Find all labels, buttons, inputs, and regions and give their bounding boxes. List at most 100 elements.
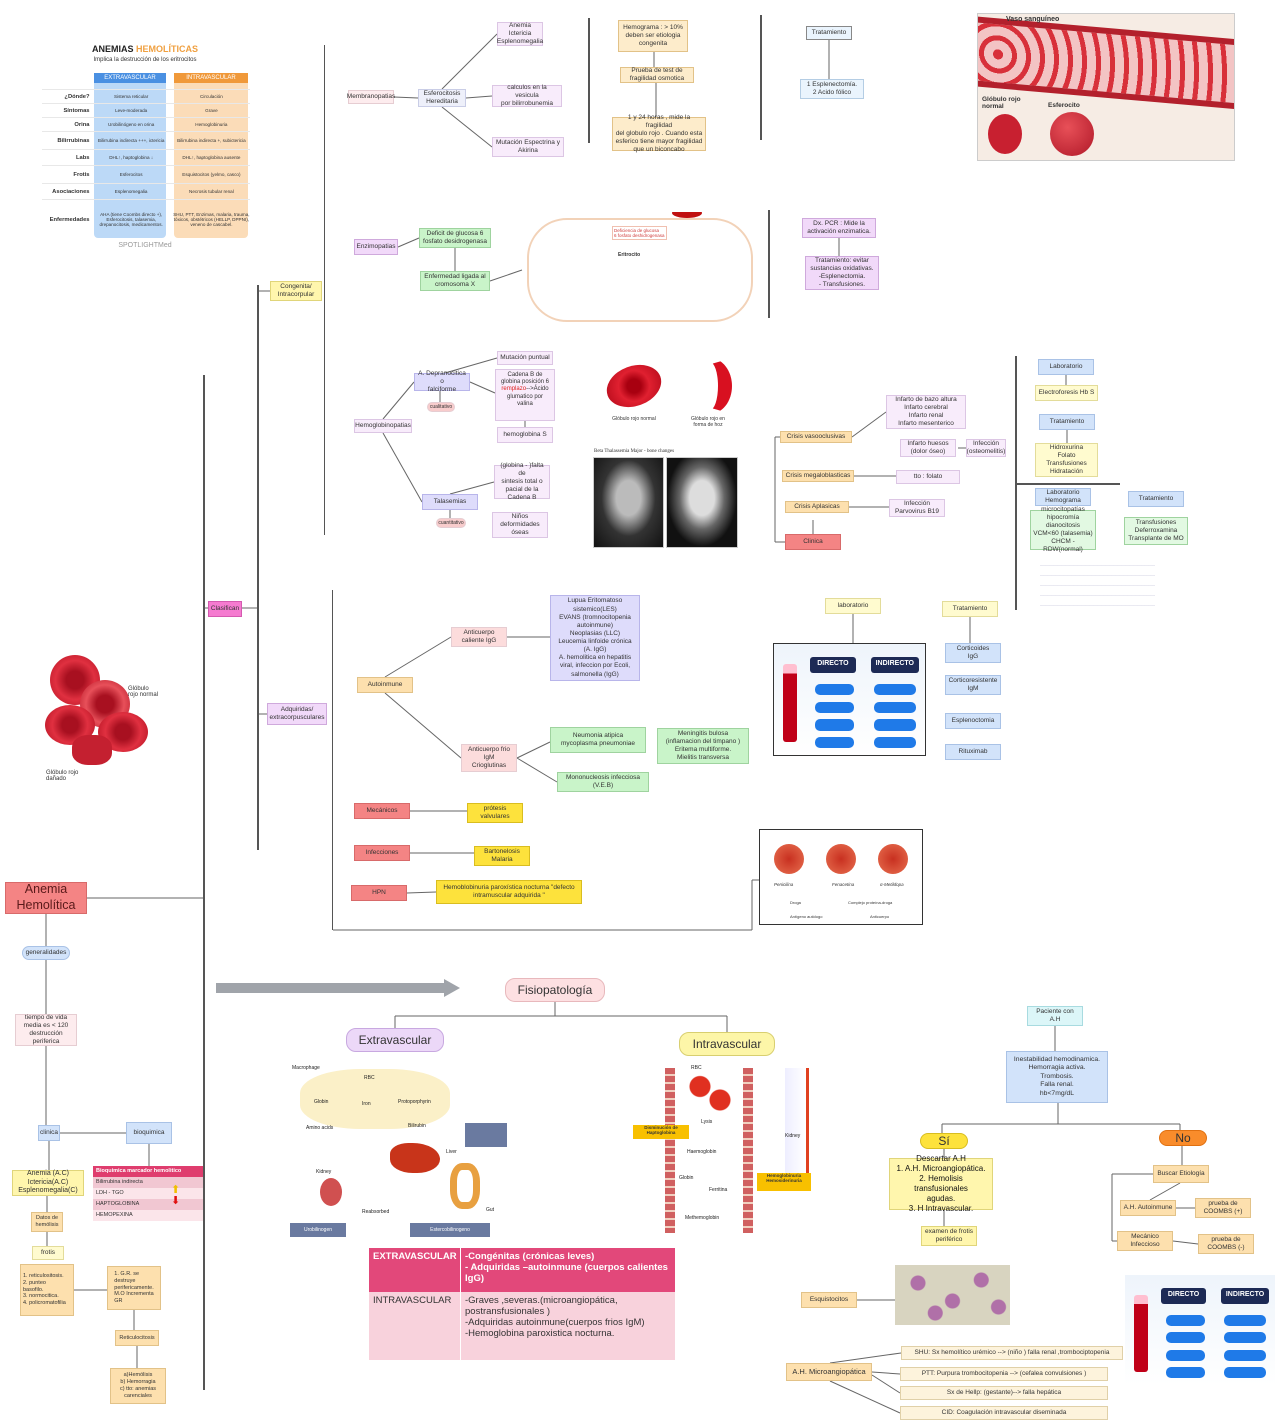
gr-node[interactable]: 1. G.R. se destruye perifericamente. M.O… (107, 1266, 161, 1310)
si-node[interactable]: Sí (920, 1133, 968, 1149)
causas-reticulo-node[interactable]: a)Hemólisis b) Hemorragia c) tto: anemia… (110, 1368, 166, 1404)
hemograma-node[interactable]: Hemograma : > 10% deben ser etiologia co… (618, 20, 688, 52)
ninos-node[interactable]: Niños deformidades óseas (492, 512, 548, 538)
coombs-neg-node[interactable]: prueba de COOMBS (-) (1198, 1234, 1254, 1254)
hemoglobinopatias-node[interactable]: Hemoglobinopatias (354, 419, 412, 433)
bioquimica-node[interactable]: bioquimica (126, 1122, 172, 1144)
osteomielitis-node[interactable]: Infección (osteomelitis) (966, 439, 1006, 457)
mononucleosis-node[interactable]: Mononucleosis infecciosa (V.E.B) (557, 772, 649, 792)
methemoglobin-label: Methemoglobin (685, 1215, 720, 1221)
clin-desc-node[interactable]: Anemia (A.C) Ictericia(A.C) Esplenomegal… (12, 1170, 84, 1196)
clinica-node[interactable]: clinica (38, 1125, 60, 1141)
reticulocitosis-node[interactable]: Reticulocitosis (115, 1330, 159, 1346)
frotis-list-node[interactable]: 1. reticulositosis. 2. punteo basofilo. … (20, 1264, 74, 1316)
corticoresistente-node[interactable]: Corticoresistente IgM (945, 675, 1001, 695)
prueba-node[interactable]: Prueba de test de fragilidad osmotica (620, 67, 694, 83)
vida-media-node[interactable]: tiempo de vida media es < 120 destrucció… (15, 1014, 77, 1046)
lab-tala-node[interactable]: Laboratorio Hemograma (1035, 488, 1091, 506)
hbs-node[interactable]: hemoglobina S (497, 427, 553, 443)
sintomas-node[interactable]: Anemia Ictericia Esplenomegalia (496, 21, 544, 46)
root-node[interactable]: Anemia Hemolítica (5, 882, 87, 914)
examen-frotis-node[interactable]: examen de frotis periférico (921, 1226, 977, 1246)
parvovirus-node[interactable]: Infección Parvovirus B19 (889, 499, 945, 517)
cid-node[interactable]: CID: Coagulación intravascular diseminad… (900, 1406, 1108, 1420)
laboratorio-node[interactable]: laboratorio (825, 598, 881, 614)
ligada-x-node[interactable]: Enfermedad ligada al cromosoma X (420, 271, 490, 291)
globina-node[interactable]: (globina - )falta de sintesis total o pa… (494, 462, 550, 501)
esplenectomia-node[interactable]: Esplenoctomia (945, 713, 1001, 729)
g6pd-node[interactable]: Deficit de glucosa 6 fosfato desidrogena… (419, 228, 491, 248)
mutacion-puntual-node[interactable]: Mutación puntual (497, 351, 553, 365)
congenita-node[interactable]: Congenita/ Intracorpular (270, 281, 322, 301)
tratamiento-ai-node[interactable]: Tratamiento (942, 601, 998, 617)
cadena-b-node[interactable]: Cadena B de globina posición 6 remplazo-… (495, 369, 555, 421)
mutacion-node[interactable]: Mutación Espectrina y Akirina (492, 137, 564, 157)
descartar-node[interactable]: Descartar A.H 1. A.H. Microangiopática. … (889, 1154, 993, 1213)
frio-igm-node[interactable]: Anticuerpo frio IgM Crioglutinas (461, 744, 517, 772)
tto-tala-header[interactable]: Tratamiento (1128, 491, 1184, 507)
adquiridas-node[interactable]: Adquiridas/ extracorpusculares (267, 703, 327, 725)
autoinmune-node[interactable]: Autoinmune (357, 677, 413, 693)
electroforesis-node[interactable]: Electroforesis Hb S (1035, 385, 1098, 401)
dx-pcr-node[interactable]: Dx. PCR : Mide la activación enzimatica. (802, 218, 876, 238)
infographic-subtitle: Implica la destrucción de los eritrocito… (93, 57, 197, 63)
buscar-etiologia-node[interactable]: Buscar Etiología (1153, 1165, 1209, 1183)
ah-autoinmune-node[interactable]: A.H. Autoinmune (1120, 1200, 1176, 1216)
tratamiento-node[interactable]: Tratamiento (806, 26, 852, 40)
folato-node[interactable]: tto : folato (896, 470, 960, 484)
hpn-node[interactable]: HPN (351, 885, 407, 901)
calculos-node[interactable]: calculos en la vesicula por bilirrobunem… (492, 84, 562, 107)
coombs-pos-node[interactable]: prueba de COOMBS (+) (1195, 1198, 1251, 1218)
talasemias-node[interactable]: Talasemias (422, 494, 478, 510)
tto-falci-header[interactable]: Tratamiento (1039, 414, 1095, 430)
infecciones-node[interactable]: Infecciones (354, 845, 410, 861)
drepanocitica-node[interactable]: A. Depranocitica o falciforme (414, 370, 470, 393)
datos-hemolisis-node[interactable]: Datos de hemólisis (31, 1212, 63, 1232)
fragilidad-node[interactable]: 1 y 24 horas , mide la fragilidad del gl… (612, 114, 706, 153)
extravascular-node[interactable]: Extravascular (346, 1028, 444, 1052)
paciente-node[interactable]: Paciente con A.H (1027, 1006, 1083, 1026)
hellp-node[interactable]: Sx de Hellp: (gestante)--> falla hepátic… (900, 1386, 1108, 1400)
neumonia-node[interactable]: Neumonia atipica mycoplasma pneumoniae (550, 727, 646, 753)
clasifican-node[interactable]: Clasifican (208, 601, 242, 617)
crisis-aplasicas-node[interactable]: Crisis Aplasicas (785, 501, 849, 513)
esquistocitos-node[interactable]: Esquistocitos (801, 1292, 857, 1308)
corticoides-node[interactable]: Corticoides IgG (945, 643, 1001, 663)
crisis-megalo-node[interactable]: Crisis megaloblasticas (782, 470, 854, 482)
infarto-huesos-node[interactable]: Infarto huesos (dolor óseo) (900, 439, 956, 457)
intravascular-node[interactable]: Intravascular (679, 1032, 775, 1056)
fisiopatologia-node[interactable]: Fisiopatología (505, 978, 605, 1002)
hpn-desc-node[interactable]: Hemoblobinuria paroxística nocturna "def… (436, 880, 582, 904)
handwritten-note (1040, 556, 1155, 608)
no-node[interactable]: No (1159, 1130, 1207, 1146)
caliente-igg-node[interactable]: Anticuerpo caliente IgG (451, 627, 507, 647)
ptt-node[interactable]: PTT: Purpura trombocitopenia --> (cefale… (900, 1367, 1108, 1381)
enzimopatias-node[interactable]: Enzimopatias (354, 239, 398, 255)
inestabilidad-node[interactable]: Inestabilidad hemodinamica. Hemorragia a… (1006, 1051, 1108, 1103)
microangiopatica-node[interactable]: A.H. Microangiopática (786, 1363, 872, 1381)
meningitis-node[interactable]: Meningitis bulosa (inflamacion del timpa… (657, 728, 749, 764)
bq-title: Bioquimica marcador hemolitico (93, 1166, 203, 1177)
frotis-node[interactable]: frotis (32, 1246, 64, 1260)
clinica-falciforme-node[interactable]: Clinica (785, 534, 841, 550)
shu-node[interactable]: SHU: Sx hemolítico urémico --> (niño ) f… (901, 1346, 1123, 1360)
causas-igg-node[interactable]: Lupua Eritomatoso sistemico(LES) EVANS (… (550, 595, 640, 681)
mecanico-node[interactable]: Mecánico Infeccioso (1117, 1231, 1173, 1251)
rituximab-node[interactable]: Rituximab (945, 744, 1001, 760)
mecanicos-node[interactable]: Mecánicos (354, 803, 410, 819)
esferocitosis-node[interactable]: Esferocitosis Hereditaria (418, 89, 466, 107)
generalidades-node[interactable]: generalidades (22, 946, 70, 960)
tto-esferocitosis-node[interactable]: 1 Esplenectomía. 2 Acido fólico (800, 79, 864, 99)
infartos-node[interactable]: Infarto de bazo altura Infarto cerebral … (886, 395, 966, 429)
tto-falci-node[interactable]: Hidroxurina Folato Transfusiones Hidrata… (1035, 443, 1098, 477)
tto-tala-node[interactable]: Transfusiones Deferroxamina Transplante … (1124, 517, 1188, 545)
bartonelosis-node[interactable]: Bartonelosis Malaria (474, 846, 530, 866)
membranopatias-node[interactable]: Membranopatias (347, 90, 395, 104)
connector (829, 1380, 901, 1414)
tto-g6pd-node[interactable]: Tratamiento: evitar sustancias oxidativa… (805, 256, 879, 290)
crisis-vaso-node[interactable]: Crisis vasooclusivas (780, 431, 852, 443)
protesis-node[interactable]: prótesis valvulares (467, 803, 523, 823)
arrow-head-icon (444, 979, 460, 997)
lab-falci-node[interactable]: Laboratorio (1038, 359, 1094, 375)
hallazgos-tala-node[interactable]: microcitopatías hipocromía dianocitosis … (1030, 506, 1096, 553)
